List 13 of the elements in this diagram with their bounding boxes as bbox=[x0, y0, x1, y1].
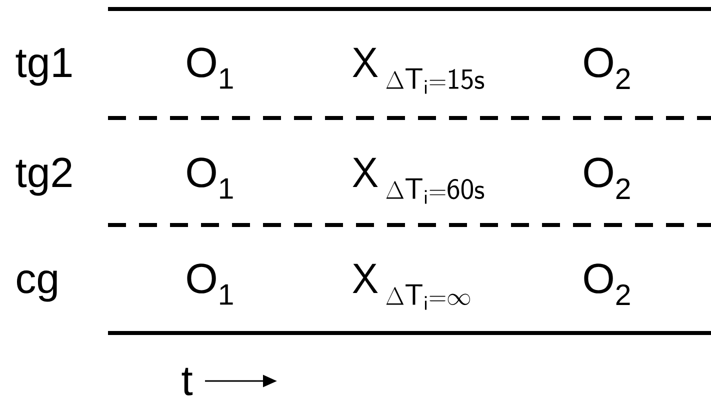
treatment-label: $\mathsf{X}_{\;\Delta\mathsf{T_i =}\infty}$ bbox=[352, 264, 470, 310]
treatment-label: $\mathsf{X}_{\;\Delta\mathsf{T_i =15s}}$ bbox=[352, 48, 484, 94]
treatment-label: $\mathsf{X}_{\;\Delta\mathsf{T_i =60s}}$ bbox=[352, 158, 484, 204]
observation-label: O$_{2}$ bbox=[584, 48, 630, 89]
observation-label: O$_{1}$ bbox=[187, 264, 233, 305]
observation-label: O$_{2}$ bbox=[584, 264, 630, 305]
group-label: tg1 bbox=[16, 48, 72, 86]
observation-label: O$_{1}$ bbox=[187, 158, 233, 199]
observation-label: O$_{1}$ bbox=[187, 48, 233, 89]
axis-label: t bbox=[182, 368, 193, 396]
group-label: cg bbox=[17, 270, 57, 302]
group-label: tg2 bbox=[16, 158, 72, 196]
observation-label: O$_{2}$ bbox=[584, 158, 630, 199]
